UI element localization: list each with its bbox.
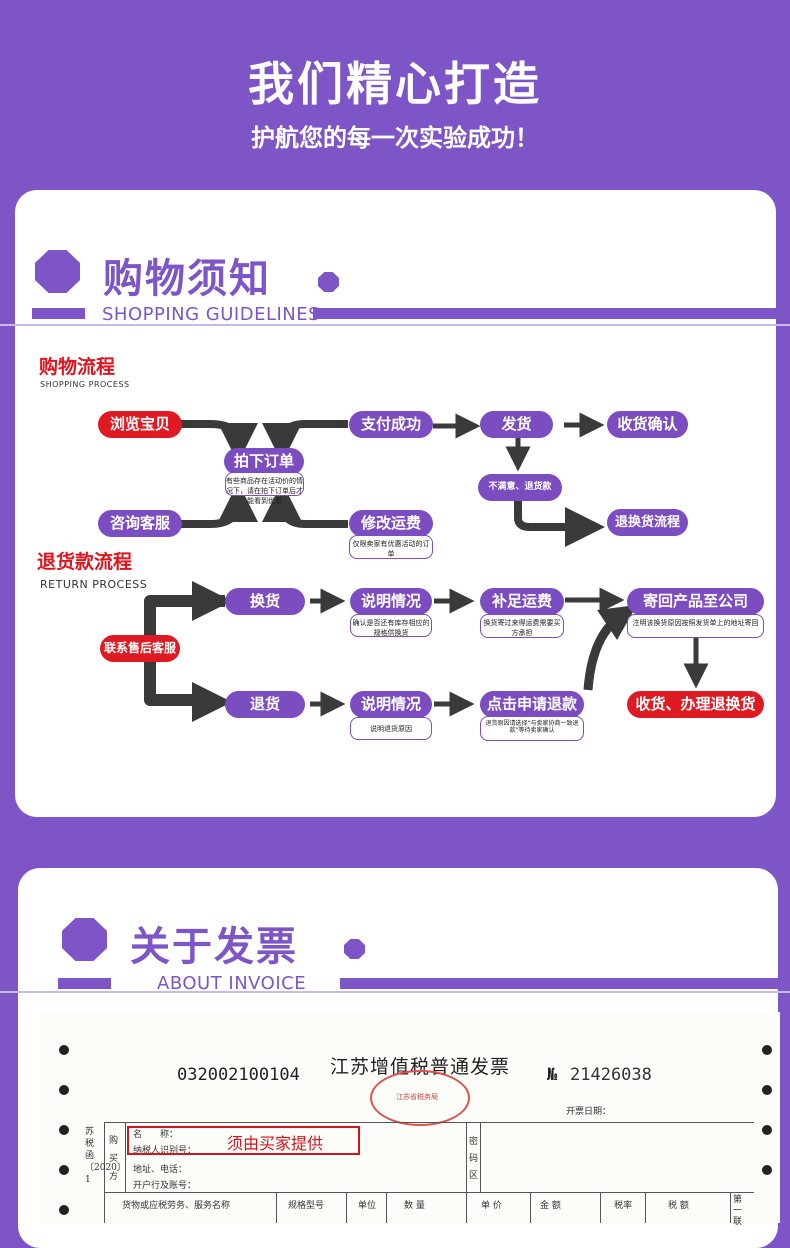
modify-note: 仅限卖家有优惠活动的订单 — [349, 535, 433, 559]
column-header: 数 量 — [404, 1201, 425, 1211]
hero-subtitle: 护航您的每一次实验成功！ — [251, 124, 539, 152]
table-line — [600, 1192, 601, 1223]
invoice-section-subtitle: ABOUT INVOICE — [157, 973, 307, 994]
taxid-label: 纳税人识别号： — [133, 1146, 197, 1156]
small-octagon-icon — [344, 939, 365, 959]
column-header: 规格型号 — [288, 1201, 325, 1211]
table-line — [530, 1192, 531, 1223]
process-heading-en: SHOPPING PROCESS — [40, 380, 130, 389]
table-line — [104, 1122, 105, 1223]
invoice-seal-text: 江苏省税务局 — [396, 1093, 438, 1101]
title-bar-right — [340, 978, 778, 989]
apply-node: 点击申请退款 — [480, 691, 584, 718]
table-line — [346, 1192, 347, 1223]
punch-hole — [762, 1165, 772, 1175]
exchange-node: 换货 — [225, 588, 305, 615]
process-heading: 购物流程 — [39, 356, 116, 378]
red-note-box — [127, 1126, 360, 1155]
invoice-image: 032002100104 江苏增值税普通发票 江苏省税务局 № 21426038… — [40, 1012, 780, 1227]
title-bar-left — [58, 978, 111, 989]
red-note-text: 须由买家提供 — [227, 1134, 324, 1153]
table-line — [125, 1122, 126, 1192]
return-heading-en: RETURN PROCESS — [40, 578, 148, 591]
invoice-number: 21426038 — [570, 1065, 652, 1085]
sendback-node: 寄回产品至公司 — [627, 588, 764, 615]
invoice-table — [104, 1122, 754, 1224]
confirm-node: 收货确认 — [607, 411, 688, 438]
consult-node: 咨询客服 — [98, 510, 182, 537]
name-label: 名 称： — [133, 1130, 179, 1140]
punch-hole — [59, 1205, 69, 1215]
modify-node: 修改运费 — [349, 510, 433, 537]
invoice-date-label: 开票日期： — [566, 1107, 612, 1117]
divider-line — [0, 991, 790, 993]
apply-note: 退货原因请选择“与卖家协商一致退款”等待卖家确认 — [480, 716, 584, 741]
explain1-note: 确认是否还有库存相应的规格供换货 — [350, 614, 432, 637]
invoice-side-text: 苏税函〔2020〕1 — [85, 1127, 126, 1185]
address-label: 地址、电话： — [133, 1165, 188, 1175]
invoice-number-prefix: № — [547, 1065, 558, 1085]
shopping-section-title: 购物须知 — [103, 256, 271, 302]
column-header: 税率 — [614, 1201, 633, 1211]
column-header: 单 价 — [481, 1201, 502, 1211]
copy-label: 第一联 — [733, 1195, 743, 1227]
punch-hole — [59, 1045, 69, 1055]
final-node: 收货、办理退换货 — [627, 691, 764, 718]
table-line — [730, 1192, 731, 1223]
sendback-note: 注明该换货原因按照发货单上的地址寄回 — [627, 614, 764, 638]
pay-node: 支付成功 — [349, 411, 433, 438]
punch-hole — [59, 1085, 69, 1095]
buyer-label: 购买方 — [109, 1136, 119, 1182]
table-line — [480, 1122, 481, 1192]
column-header: 货物或应税劳务、服务名称 — [122, 1201, 231, 1211]
explain1-node: 说明情况 — [350, 588, 432, 615]
column-header: 金 额 — [540, 1201, 561, 1211]
hero-title: 我们精心打造 — [248, 57, 542, 111]
browse-node: 浏览宝贝 — [98, 411, 182, 438]
code-area-label: 密码区 — [469, 1137, 479, 1181]
title-bar-right — [313, 308, 777, 319]
table-line — [466, 1122, 467, 1223]
punch-hole — [762, 1125, 772, 1135]
octagon-icon — [62, 918, 107, 961]
punch-hole — [762, 1085, 772, 1095]
explain2-note: 说明退货原因 — [350, 717, 432, 740]
order-node: 拍下订单 — [224, 448, 304, 475]
divider-line — [0, 324, 790, 326]
punch-hole — [59, 1125, 69, 1135]
unhappy-node: 不满意、退货款 — [478, 474, 562, 501]
punch-hole — [59, 1165, 69, 1175]
table-line — [645, 1192, 646, 1223]
bank-label: 开户行及账号： — [133, 1181, 197, 1191]
small-octagon-icon — [318, 272, 339, 292]
invoice-section-title: 关于发票 — [130, 924, 298, 970]
table-line — [386, 1192, 387, 1223]
table-line — [276, 1192, 277, 1223]
invoice-seal — [370, 1070, 470, 1126]
invoice-code: 032002100104 — [177, 1065, 300, 1085]
column-header: 单位 — [358, 1201, 377, 1211]
supplement-node: 补足运费 — [480, 588, 564, 615]
punch-hole — [762, 1045, 772, 1055]
table-line — [104, 1192, 754, 1193]
ship-node: 发货 — [480, 411, 553, 438]
return-flow-node: 退换货流程 — [607, 509, 688, 536]
return-heading: 退货款流程 — [37, 551, 133, 573]
invoice-doc-title: 江苏增值税普通发票 — [330, 1056, 511, 1078]
shopping-section-subtitle: SHOPPING GUIDELINES — [102, 304, 321, 325]
explain2-node: 说明情况 — [350, 691, 432, 718]
title-bar-left — [32, 308, 85, 319]
column-header: 税 额 — [668, 1201, 689, 1211]
octagon-icon — [35, 250, 80, 293]
refund-node: 退货 — [225, 691, 305, 718]
contact-node: 联系售后客服 — [100, 635, 180, 662]
order-note: 有些商品存在活动价的情况下，请在拍下订单后才能看到优惠 — [225, 472, 304, 505]
supplement-note: 换货寄过来得运费需要买方承担 — [480, 614, 564, 638]
